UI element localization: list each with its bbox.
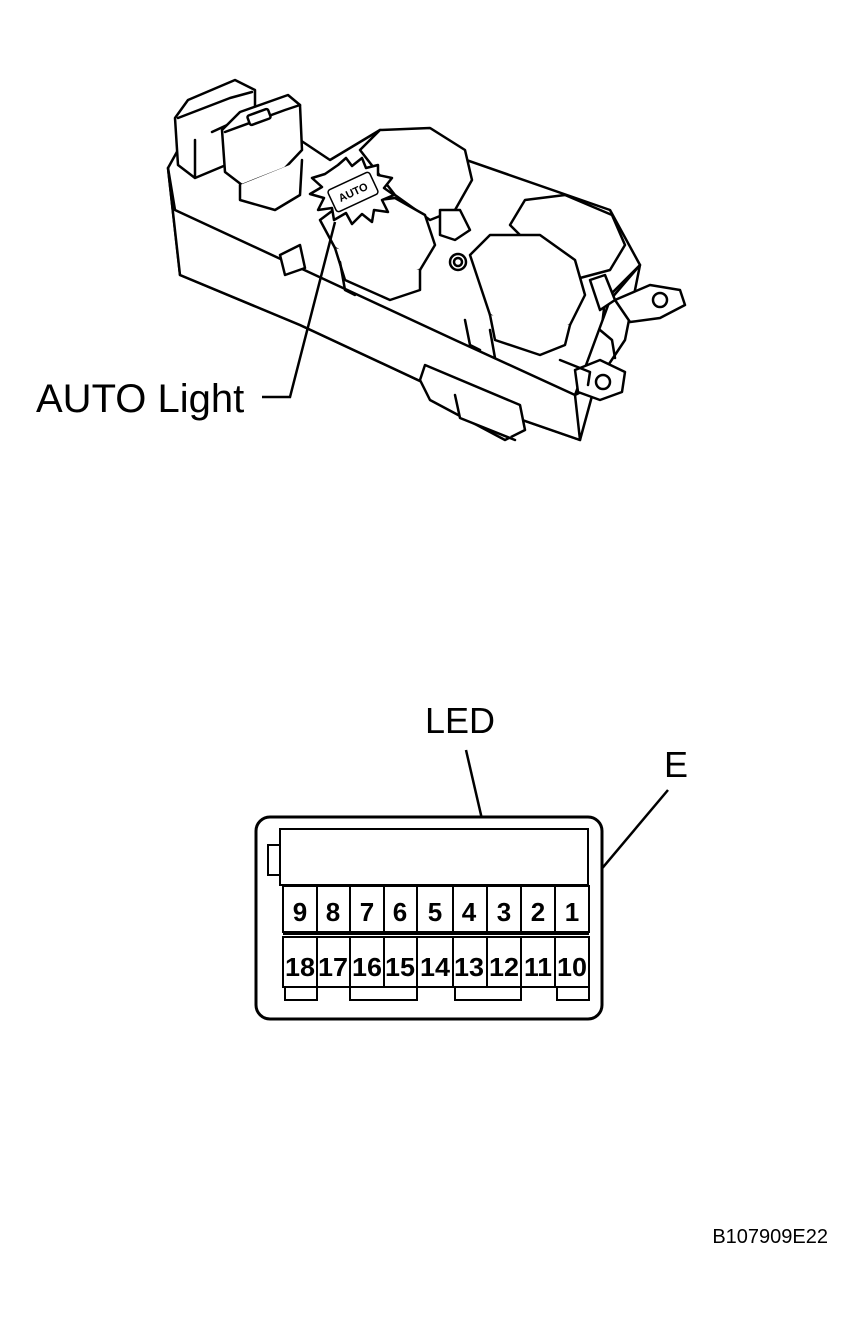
pin-label: 6 [393,897,407,927]
pin-label: 5 [428,897,442,927]
pin-label: 18 [285,952,315,982]
pin-label: 2 [531,897,545,927]
pin-label: 14 [420,952,451,982]
led-label: LED [425,700,495,741]
e-label: E [664,744,688,785]
pin-numbers-bottom-row: 18 17 16 15 14 13 12 11 10 [285,952,587,982]
auto-light-callout: AUTO Light [36,221,337,421]
pin-numbers-top-row: 9 8 7 6 5 4 3 2 1 [293,897,579,927]
auto-light-starburst: AUTO [308,156,396,226]
pin-label: 3 [497,897,511,927]
pin-label: 13 [454,952,484,982]
window-lock-button [220,93,304,187]
master-switch-illustration [166,78,687,442]
pin-label: 15 [385,952,415,982]
pin-label: 7 [360,897,374,927]
auto-light-label: AUTO Light [36,377,244,421]
auto-light-leader-line [262,221,337,399]
connector-housing [254,815,604,1021]
top-pin-cells [282,885,590,933]
pin-label: 9 [293,897,307,927]
pin-label: 1 [565,897,579,927]
mounting-tab-upper [613,283,687,324]
pin-label: 8 [326,897,340,927]
pin-label: 16 [352,952,382,982]
key-tabs [284,986,590,1001]
pin-label: 17 [318,952,348,982]
pin-label: 11 [524,952,552,982]
connector-callouts: LED E [425,700,688,898]
pin-label: 10 [557,952,587,982]
figure-code: B107909E22 [712,1226,828,1248]
pin-label: 12 [489,952,519,982]
pin-label: 4 [462,897,477,927]
